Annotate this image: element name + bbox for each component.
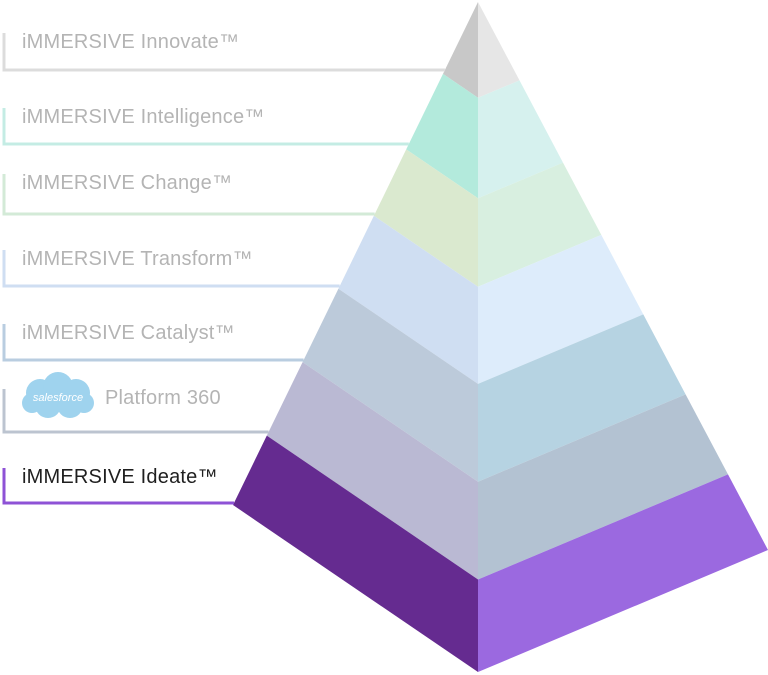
level-label-text: iMMERSIVE Innovate™ [22, 31, 240, 53]
pyramid-level-2-left-face [406, 73, 478, 199]
level-label-text: Platform 360 [105, 387, 221, 409]
level-label-text: iMMERSIVE Change™ [22, 172, 233, 194]
salesforce-cloud-icon: salesforce [22, 372, 94, 418]
connector-line-level-3 [2, 174, 375, 216]
level-label-5: iMMERSIVE Catalyst™ [22, 322, 235, 345]
svg-text:salesforce: salesforce [33, 392, 83, 404]
pyramid-level-6-right-face [478, 394, 728, 580]
pyramid-level-3-right-face [478, 162, 602, 287]
connector-line-level-2 [2, 108, 409, 146]
level-label-text: iMMERSIVE Ideate™ [22, 466, 218, 488]
level-label-text: iMMERSIVE Catalyst™ [22, 322, 235, 344]
connector-line-level-4 [2, 250, 340, 288]
pyramid-level-6-left-face [266, 362, 478, 580]
connector-line-level-5 [2, 324, 304, 362]
level-label-1: iMMERSIVE Innovate™ [22, 31, 239, 54]
pyramid-level-4-right-face [478, 234, 644, 384]
level-label-7: iMMERSIVE Ideate™ [22, 466, 218, 489]
connector-line-level-6 [2, 389, 269, 434]
level-label-text: iMMERSIVE Intelligence™ [22, 106, 265, 128]
pyramid-level-1-right-face [478, 2, 520, 98]
pyramid-level-2-right-face [478, 80, 563, 199]
level-label-6: Platform 360 [105, 387, 221, 410]
pyramid-level-3-left-face [373, 149, 478, 287]
pyramid-level-5-right-face [478, 314, 686, 482]
pyramid-level-4-left-face [338, 215, 478, 384]
pyramid-level-7-left-face [233, 435, 478, 672]
level-label-3: iMMERSIVE Change™ [22, 172, 232, 195]
level-label-text: iMMERSIVE Transform™ [22, 248, 253, 270]
connector-line-level-1 [2, 33, 445, 72]
pyramid-level-1-left-face [443, 2, 478, 98]
level-label-4: iMMERSIVE Transform™ [22, 248, 253, 271]
level-label-2: iMMERSIVE Intelligence™ [22, 106, 264, 129]
connector-line-level-7 [2, 468, 234, 505]
pyramid-level-7-right-face [478, 474, 768, 672]
pyramid-level-5-left-face [302, 288, 478, 482]
